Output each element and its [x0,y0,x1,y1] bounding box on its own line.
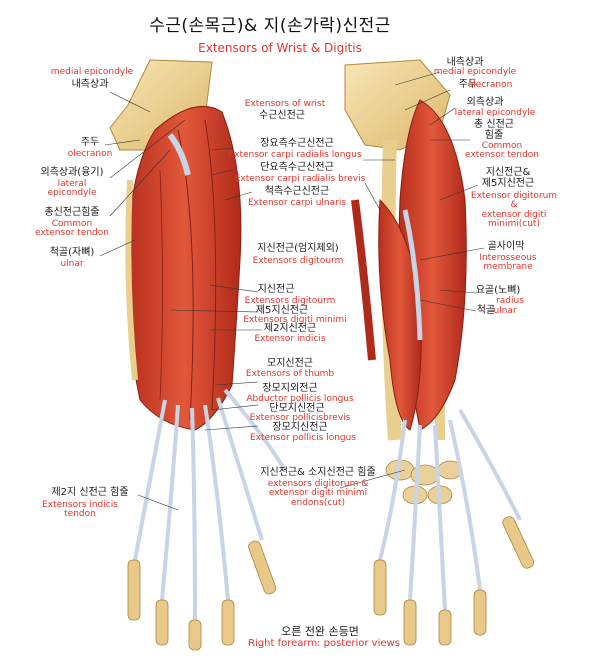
label-extensors-of-wrist-en: Extensors of wrist [244,99,326,109]
left-finger-bones [127,540,277,651]
label-apl-ko: 장모지외전근 [262,383,318,394]
label-extensor-indicis-tendon-en: Extensors indicis tendon [42,500,118,520]
label-lateral-epicondyle-en: lateral epicondyle [47,179,97,199]
label-extensors-of-thumb-en: Extensors of thumb [245,369,335,379]
right-hand-tendons [378,408,522,611]
label-extensor-indicis-tendon-ko: 제2지 신전근 힘줄 [51,487,129,498]
label-r-olecranon-en: olecranon [467,80,513,90]
left-hand-tendons [133,388,287,621]
label-extensor-digitorum-ko: 지신전근 [257,284,295,295]
label-apl-en: Abductor pollicis longus [246,394,354,404]
label-ecrb-ko: 단요측수근신전근 [260,162,334,173]
label-epb-en: Extensor pollicisbrevis [249,413,351,423]
label-extensor-digiti-minimi-en: Extensors digiti minimi [243,315,347,325]
label-r-interosseous-ko: 골사이막 [487,241,525,252]
label-epb-ko: 단모지신전근 [269,403,325,414]
label-lateral-epicondyle-ko: 외측상과(융기) [40,167,104,178]
label-common-extensor-tendon-ko: 총신전근힘줄 [44,207,100,218]
label-extensor-digitorum-en: Extensors digitourm [244,296,336,306]
label-olecranon-ko: 주두 [80,137,100,148]
label-r-radius-ko: 요골(노뼈) [475,285,521,296]
label-ecrl-ko: 장요측수근신전근 [260,138,334,149]
label-ulnar-ko: 척골(자뼈) [49,247,95,258]
left-forearm [109,59,287,651]
label-ecrl-en: Extensor carpi radialis longus [228,150,362,160]
right-forearm [344,59,535,646]
label-olecranon-en: olecranon [67,149,113,159]
right-finger-bones [373,516,535,646]
footer-english: Right forearm: posterior views [248,638,400,649]
label-extensor-indicis-ko: 제2지신전근 [263,323,317,334]
label-extensor-digitorum-group-ko: 지신전근(엄지제외) [257,243,339,254]
label-r-lateral-epicondyle-en: lateral epicondyle [454,108,536,118]
leader-lines [99,71,485,511]
label-extensor-digitorum-group-en: Extensors digitourm [252,256,344,266]
label-extensor-digiti-minimi-ko: 제5지신전근 [255,305,309,316]
label-medial-epicondyle-en: medial epicondyle [50,67,134,77]
label-epl-en: Extensor pollicis longus [249,433,357,443]
label-r-extensor-digitorum-cut-ko: 지신전근& 제5지신전근 [481,167,535,189]
label-extensor-indicis-en: Extensor indicis [254,334,326,344]
label-r-common-extensor-tendon-en: Common extensor tendon [465,141,539,161]
label-medial-epicondyle-ko: 내측상과 [71,79,109,90]
label-ecu-en: Extensor carpi ulnaris [247,198,347,208]
label-r-ulnar-en: ulnar [493,306,517,316]
title-english: Extensors of Wrist & Digitis [198,41,362,55]
title-korean: 수근(손목근)& 지(손가락)신전근 [149,16,391,36]
label-r-common-extensor-tendon-ko: 총 신전근 힘줄 [474,119,514,141]
right-carpal-bones [385,459,463,505]
footer-korean: 오른 전완 손등면 [281,625,359,638]
label-r-lateral-epicondyle-ko: 외측상과 [466,97,504,108]
label-ecrb-en: Extensor carpi radialis brevis [234,174,366,184]
label-ed-edm-tendons-ko: 지신전근& 소지신전근 힘줄 [260,467,376,478]
label-r-medial-epicondyle-ko: 내측상과 [446,57,484,68]
label-r-extensor-digitorum-cut-en: Extensor digitorum & extensor digiti min… [470,191,558,230]
label-common-extensor-tendon-en: Common extensor tendon [35,219,109,239]
label-r-olecranon-ko: 주두 [458,79,478,90]
label-ed-edm-tendons-en: extensors digitorum & extensor digiti mi… [267,479,369,508]
label-r-radius-en: radius [496,296,524,306]
label-epl-ko: 장모지신전근 [272,422,328,433]
label-r-medial-epicondyle-en: medial epicondyle [433,67,517,77]
label-ulnar-en: ulnar [60,259,84,269]
label-extensors-of-thumb-ko: 모지신전근 [267,358,313,369]
label-r-interosseous-en: Interosseous membrane [479,253,537,273]
label-r-ulnar-ko: 척골 [476,305,496,316]
label-extensors-of-wrist-ko: 수근신전근 [259,110,305,121]
label-ecu-ko: 척측수근신전근 [264,186,330,197]
